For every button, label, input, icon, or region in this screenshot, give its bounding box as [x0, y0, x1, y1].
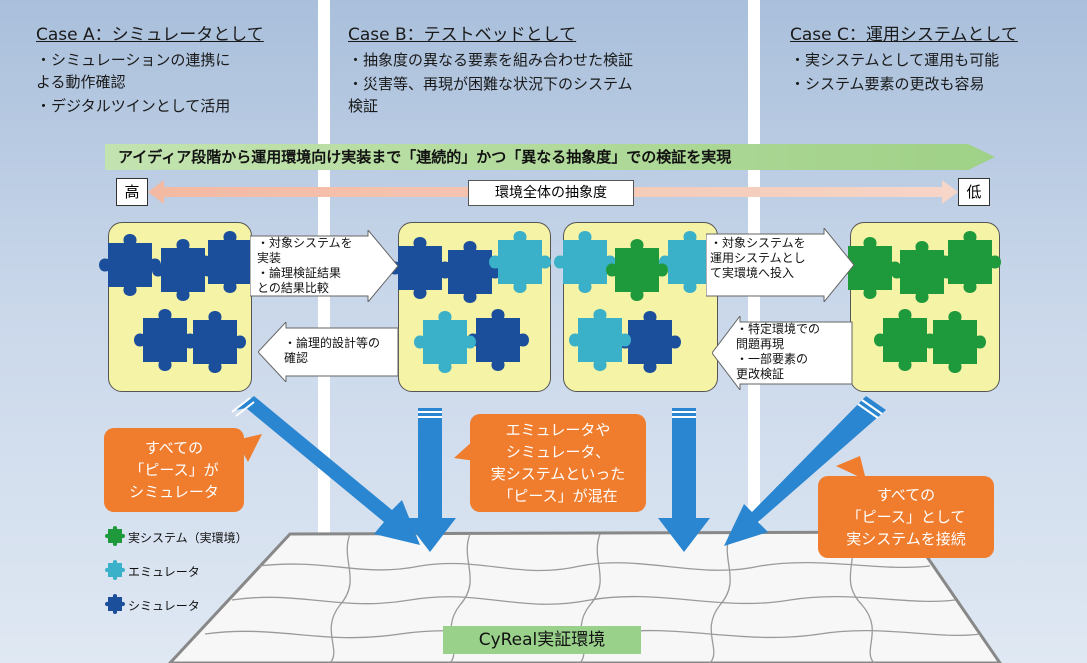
arrow-right-a [250, 230, 399, 302]
scale-high: 高 [116, 178, 148, 206]
legend-emulator-label: エミュレータ [128, 565, 200, 579]
case-c-title: Case C：運用システムとして [790, 25, 1018, 45]
case-a-bullet-2: よる動作確認 [36, 73, 126, 91]
legend-real-icon [105, 526, 125, 546]
arrow-right-c [706, 228, 855, 302]
case-b-bullet-2: ・災害等、再現が困難な状況下のシステム [348, 75, 633, 93]
callout-all-real: すべての 「ピース」として 実システムを接続 [818, 476, 994, 558]
arrow-right-c-text: ・対象システムを 運用システムとし て実環境へ投入 [710, 236, 806, 280]
case-a-bullet-1: ・シミュレーションの連携に [36, 51, 231, 69]
callout-mixed-text: エミュレータや シミュレータ、 実システムといった 「ピース」が混在 [490, 421, 626, 505]
callout-all-real-text: すべての 「ピース」として 実システムを接続 [846, 486, 966, 548]
callout-mixed: エミュレータや シミュレータ、 実システムといった 「ピース」が混在 [470, 414, 646, 512]
callout-all-simulators-text: すべての 「ピース」が シミュレータ [129, 439, 219, 501]
case-c-bullet-2: ・システム要素の更改も容易 [790, 75, 985, 93]
legend-icons [105, 526, 125, 614]
legend-real-label: 実システム（実環境） [128, 531, 248, 545]
legend-simulator-label: シミュレータ [128, 599, 200, 613]
cyreal-label: CyReal実証環境 [443, 626, 641, 654]
callout-all-simulators: すべての 「ピース」が シミュレータ [104, 428, 244, 512]
case-b-bullet-1: ・抽象度の異なる要素を組み合わせた検証 [348, 51, 634, 69]
case-b-title: Case B：テストベッドとして [348, 25, 577, 45]
arrow-left-a-text: ・論理的設計等の 確認 [284, 336, 381, 365]
case-b-bullet-3: 検証 [348, 97, 379, 115]
case-a-bullet-3: ・デジタルツインとして活用 [36, 97, 231, 115]
arrow-left-c-text: ・特定環境での 問題再現 ・一部要素の 更改検証 [736, 322, 821, 381]
scale-low: 低 [958, 178, 990, 206]
scale-label: 環境全体の抽象度 [468, 180, 634, 206]
arrow-left-a [258, 322, 399, 382]
legend-emulator-icon [105, 560, 125, 580]
banner-arrow [105, 144, 995, 170]
legend-simulator-icon [105, 594, 125, 614]
arrow-right-a-text: ・対象システムを 実装 ・論理検証結果 との結果比較 [257, 236, 353, 295]
arrow-left-c [712, 316, 853, 390]
case-c-bullet-1: ・実システムとして運用も可能 [790, 51, 1000, 69]
case-a-title: Case A：シミュレータとして [36, 25, 264, 45]
banner-text: アイディア段階から運用環境向け実装まで「連続的」かつ「異なる抽象度」での検証を実… [118, 148, 732, 166]
